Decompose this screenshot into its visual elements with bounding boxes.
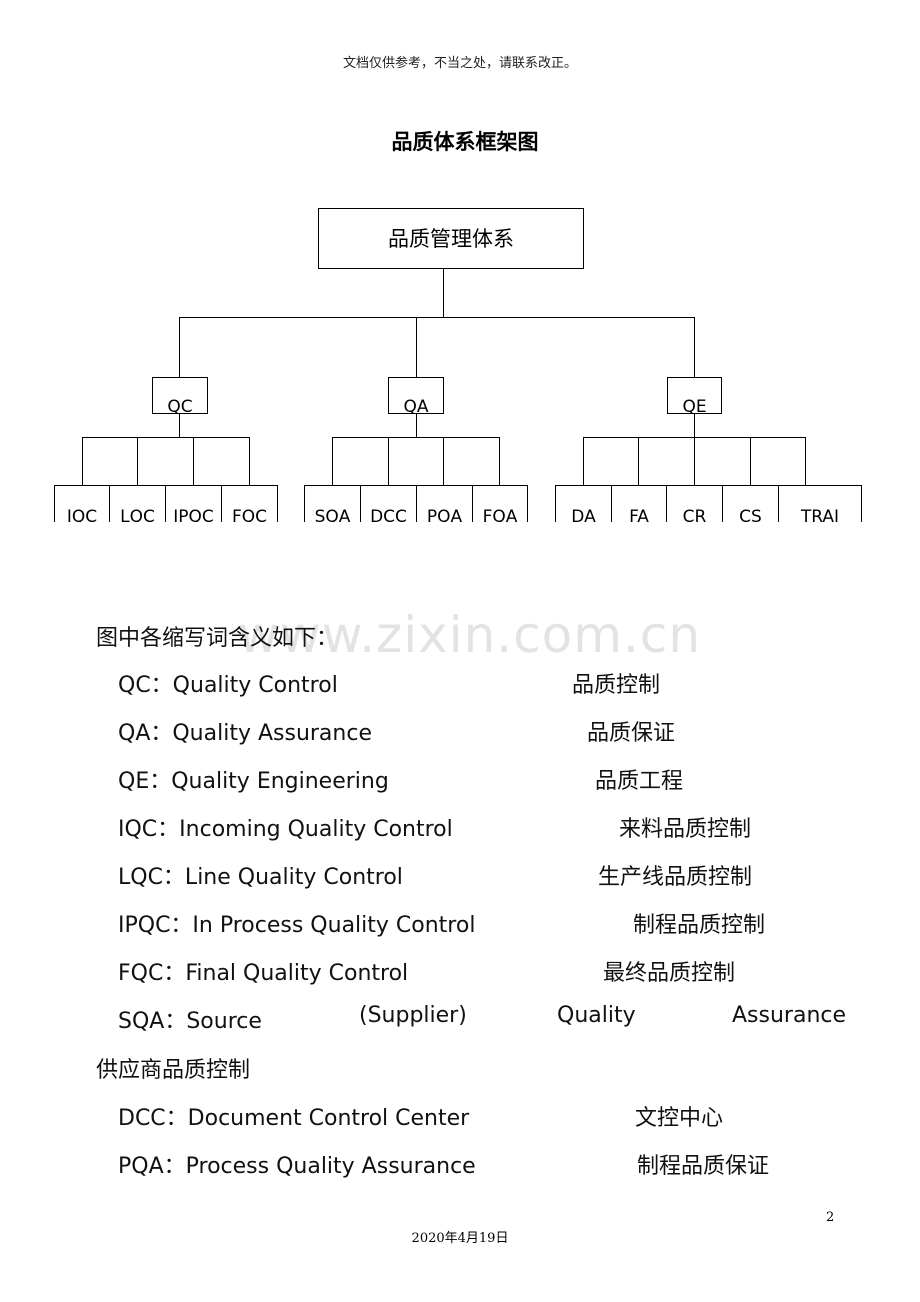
connector-line	[750, 437, 752, 485]
connector-line	[179, 317, 181, 377]
connector-line	[193, 437, 195, 485]
abbr-sqa-word: SQA：Source	[118, 1009, 262, 1034]
org-group-qc: QC	[152, 377, 208, 414]
connector-line	[416, 414, 418, 437]
abbr-iqc-en: IQC：Incoming Quality Control	[118, 817, 453, 842]
org-group-qe: QE	[667, 377, 722, 414]
org-leaf-sqa: SQA	[304, 485, 361, 522]
org-leaf-iqc: IQC	[54, 485, 110, 522]
connector-line	[332, 437, 500, 439]
abbr-lqc-en: LQC：Line Quality Control	[118, 865, 403, 890]
abbr-qc-cn: 品质控制	[572, 673, 661, 698]
watermark: www.zixin.com.cn	[238, 606, 702, 664]
abbr-dcc-cn: 文控中心	[635, 1106, 724, 1131]
connector-line	[583, 437, 585, 485]
connector-line	[694, 437, 696, 485]
header-note: 文档仅供参考，不当之处，请联系改正。	[342, 56, 577, 71]
connector-line	[82, 437, 250, 439]
connector-line	[249, 437, 251, 485]
connector-line	[179, 317, 695, 319]
org-leaf-da: DA	[555, 485, 612, 522]
connector-line	[416, 317, 418, 377]
abbr-pqa-cn: 制程品质保证	[637, 1154, 770, 1179]
connector-line	[388, 437, 390, 485]
org-leaf-pqa: PQA	[416, 485, 473, 522]
org-leaf-fqa: FQA	[472, 485, 528, 522]
abbr-sqa-cn: 供应商品质控制	[96, 1058, 251, 1083]
connector-line	[443, 269, 445, 317]
abbr-ipqc-en: IPQC：In Process Quality Control	[118, 913, 476, 938]
connector-line	[443, 437, 445, 485]
org-leaf-fa: FA	[611, 485, 667, 522]
abbr-qe-en: QE：Quality Engineering	[118, 769, 389, 794]
org-leaf-fqc: FQC	[221, 485, 278, 522]
connector-line	[137, 437, 139, 485]
org-leaf-cr: CR	[666, 485, 723, 522]
abbr-qa-cn: 品质保证	[587, 721, 676, 746]
connector-line	[805, 437, 807, 485]
connector-line	[638, 437, 640, 485]
connector-line	[694, 414, 696, 437]
footer-date: 2020年4月19日	[411, 1231, 509, 1246]
abbr-pqa-en: PQA：Process Quality Assurance	[118, 1154, 476, 1179]
abbr-sqa-word: Assurance	[732, 1003, 847, 1028]
abbr-fqc-en: FQC：Final Quality Control	[118, 961, 409, 986]
document-title: 品质体系框架图	[391, 130, 539, 154]
abbreviation-intro: 图中各缩写词含义如下：	[96, 626, 339, 651]
connector-line	[82, 437, 84, 485]
connector-line	[499, 437, 501, 485]
abbr-sqa-word: Quality	[557, 1003, 636, 1028]
connector-line	[179, 414, 181, 437]
abbr-qa-en: QA：Quality Assurance	[118, 721, 372, 746]
org-group-qa: QA	[388, 377, 444, 414]
abbr-dcc-en: DCC：Document Control Center	[118, 1106, 470, 1131]
org-leaf-ipqc: IPQC	[165, 485, 222, 522]
org-leaf-trai: TRAI	[778, 485, 862, 522]
abbr-qe-cn: 品质工程	[595, 769, 684, 794]
abbr-fqc-cn: 最终品质控制	[603, 961, 736, 986]
connector-line	[332, 437, 334, 485]
abbr-iqc-cn: 来料品质控制	[619, 817, 752, 842]
page-number: 2	[826, 1210, 835, 1225]
abbr-qc-en: QC：Quality Control	[118, 673, 338, 698]
connector-line	[694, 317, 696, 377]
abbr-sqa-word: (Supplier)	[359, 1003, 467, 1028]
org-leaf-dcc: DCC	[360, 485, 417, 522]
org-root-box: 品质管理体系	[318, 208, 584, 269]
org-leaf-lqc: LQC	[109, 485, 166, 522]
abbr-ipqc-cn: 制程品质控制	[633, 913, 766, 938]
org-leaf-cs: CS	[722, 485, 779, 522]
abbr-lqc-cn: 生产线品质控制	[598, 865, 753, 890]
